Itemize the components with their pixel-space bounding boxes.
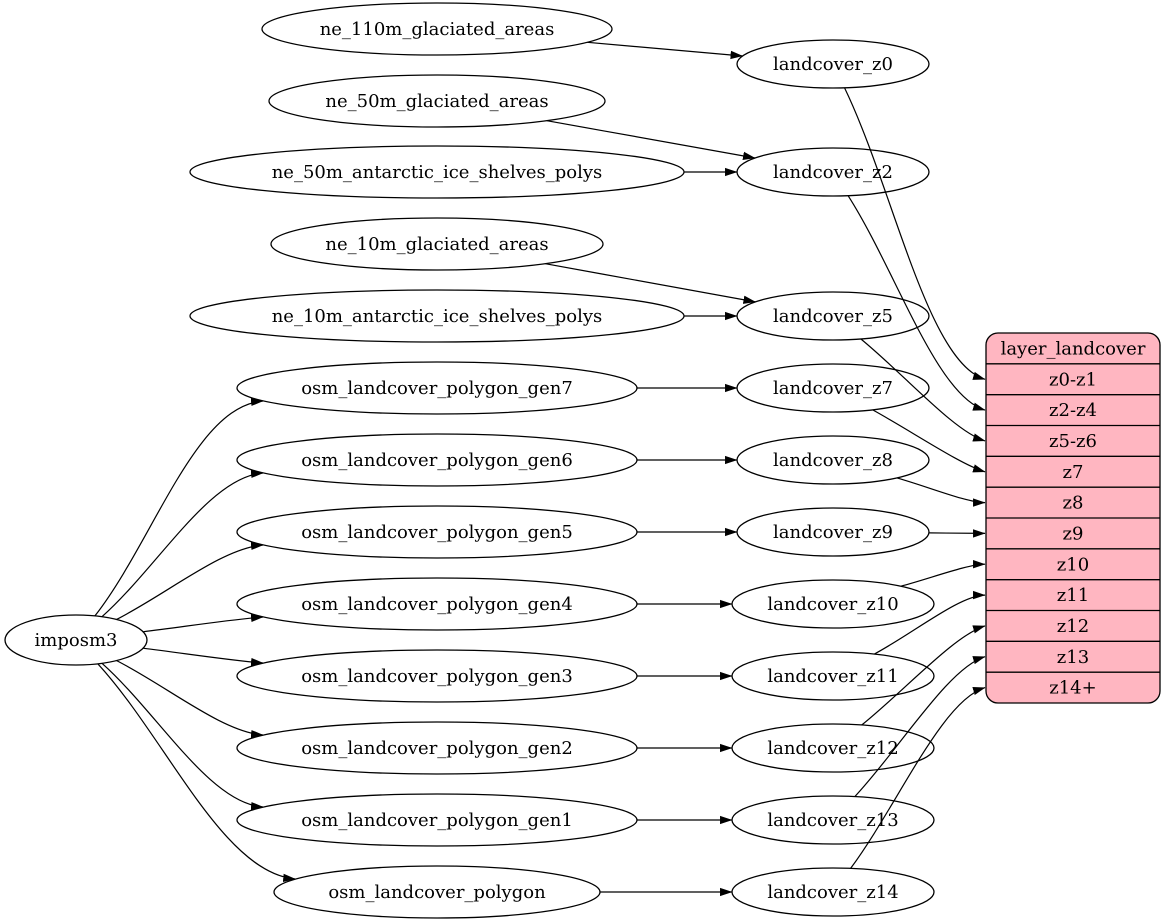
node-label-landcover_z13: landcover_z13 bbox=[767, 810, 898, 831]
node-ne_110m_glaciated_areas: ne_110m_glaciated_areas bbox=[261, 2, 613, 56]
edge-imposm3-to-osm_landcover_polygon_gen1 bbox=[101, 662, 264, 811]
edge-landcover_z7-to-layer_landcover:z7 bbox=[872, 409, 986, 473]
node-osm_landcover_polygon_gen7: osm_landcover_polygon_gen7 bbox=[236, 361, 638, 415]
record-row-z13: z13 bbox=[1057, 647, 1089, 668]
node-label-ne_110m_glaciated_areas: ne_110m_glaciated_areas bbox=[320, 19, 555, 40]
node-landcover_z5: landcover_z5 bbox=[736, 291, 930, 341]
edge-landcover_z5-to-layer_landcover:z5-z6 bbox=[860, 338, 986, 442]
edge-imposm3-to-osm_landcover_polygon_gen3 bbox=[142, 647, 264, 667]
node-osm_landcover_polygon_gen2: osm_landcover_polygon_gen2 bbox=[236, 721, 638, 775]
node-label-landcover_z9: landcover_z9 bbox=[773, 522, 893, 543]
node-osm_landcover_polygon_gen1: osm_landcover_polygon_gen1 bbox=[236, 793, 638, 847]
node-landcover_z9: landcover_z9 bbox=[736, 507, 930, 557]
edge-landcover_z14-to-layer_landcover:z14+ bbox=[850, 687, 986, 869]
edge-landcover_z0-to-layer_landcover:z0-z1 bbox=[843, 87, 986, 380]
edge-imposm3-to-osm_landcover_polygon bbox=[97, 663, 296, 883]
node-label-landcover_z2: landcover_z2 bbox=[773, 162, 893, 183]
record-row-z14+: z14+ bbox=[1049, 678, 1096, 699]
node-landcover_z13: landcover_z13 bbox=[731, 795, 935, 845]
node-label-landcover_z7: landcover_z7 bbox=[773, 378, 893, 399]
edge-landcover_z11-to-layer_landcover:z11 bbox=[873, 590, 986, 655]
node-label-osm_landcover_polygon_gen1: osm_landcover_polygon_gen1 bbox=[301, 810, 573, 831]
record-row-z5-z6: z5-z6 bbox=[1049, 431, 1097, 452]
edge-ne_10m_glaciated_areas-to-landcover_z5 bbox=[545, 263, 756, 304]
edge-ne_110m_glaciated_areas-to-landcover_z0 bbox=[587, 41, 744, 60]
node-label-ne_10m_antarctic_ice_shelves_polys: ne_10m_antarctic_ice_shelves_polys bbox=[272, 306, 603, 327]
node-osm_landcover_polygon_gen3: osm_landcover_polygon_gen3 bbox=[236, 649, 638, 703]
node-label-ne_10m_glaciated_areas: ne_10m_glaciated_areas bbox=[325, 234, 548, 255]
edge-landcover_z10-to-layer_landcover:z10 bbox=[900, 560, 986, 587]
record-title: layer_landcover bbox=[1001, 338, 1146, 359]
node-ellipse-landcover_z0 bbox=[736, 39, 930, 89]
node-label-ne_50m_glaciated_areas: ne_50m_glaciated_areas bbox=[325, 91, 548, 112]
node-label-landcover_z11: landcover_z11 bbox=[767, 666, 898, 687]
edge-landcover_z9-to-layer_landcover:z9 bbox=[928, 529, 986, 538]
edge-imposm3-to-osm_landcover_polygon_gen5 bbox=[116, 541, 264, 621]
node-ne_50m_antarctic_ice_shelves_polys: ne_50m_antarctic_ice_shelves_polys bbox=[189, 145, 685, 199]
node-osm_landcover_polygon_gen6: osm_landcover_polygon_gen6 bbox=[236, 433, 638, 487]
node-ellipse-ne_10m_glaciated_areas bbox=[270, 217, 604, 271]
node-ne_10m_glaciated_areas: ne_10m_glaciated_areas bbox=[270, 217, 604, 271]
record-row-z9: z9 bbox=[1063, 523, 1084, 544]
node-label-osm_landcover_polygon_gen2: osm_landcover_polygon_gen2 bbox=[301, 738, 573, 759]
node-label-landcover_z14: landcover_z14 bbox=[767, 882, 898, 903]
node-label-osm_landcover_polygon_gen7: osm_landcover_polygon_gen7 bbox=[301, 378, 573, 399]
edge-landcover_z12-to-layer_landcover:z12 bbox=[861, 625, 986, 726]
node-landcover_z12: landcover_z12 bbox=[731, 723, 935, 773]
record-row-z10: z10 bbox=[1057, 554, 1089, 575]
node-imposm3: imposm3 bbox=[4, 614, 148, 666]
node-label-landcover_z5: landcover_z5 bbox=[773, 306, 893, 327]
edge-imposm3-to-osm_landcover_polygon_gen7 bbox=[94, 397, 264, 617]
node-label-osm_landcover_polygon_gen5: osm_landcover_polygon_gen5 bbox=[301, 522, 573, 543]
node-ellipse-imposm3 bbox=[4, 614, 148, 666]
node-label-landcover_z8: landcover_z8 bbox=[773, 450, 893, 471]
node-osm_landcover_polygon_gen5: osm_landcover_polygon_gen5 bbox=[236, 505, 638, 559]
edge-landcover_z13-to-layer_landcover:z13 bbox=[854, 656, 986, 798]
record-row-z7: z7 bbox=[1063, 462, 1084, 483]
record-row-z11: z11 bbox=[1057, 585, 1089, 606]
edge-imposm3-to-osm_landcover_polygon_gen6 bbox=[101, 469, 264, 618]
node-landcover_z11: landcover_z11 bbox=[731, 651, 935, 701]
record-row-z2-z4: z2-z4 bbox=[1049, 400, 1097, 421]
node-ellipse-ne_110m_glaciated_areas bbox=[261, 2, 613, 56]
node-label-osm_landcover_polygon_gen4: osm_landcover_polygon_gen4 bbox=[301, 594, 573, 615]
node-osm_landcover_polygon_gen4: osm_landcover_polygon_gen4 bbox=[236, 577, 638, 631]
node-landcover_z10: landcover_z10 bbox=[731, 579, 935, 629]
record-row-z0-z1: z0-z1 bbox=[1049, 369, 1097, 390]
node-landcover_z2: landcover_z2 bbox=[736, 147, 930, 197]
edge-landcover_z2-to-layer_landcover:z2-z4 bbox=[847, 195, 986, 411]
node-label-landcover_z12: landcover_z12 bbox=[767, 738, 898, 759]
edge-ne_50m_glaciated_areas-to-landcover_z2 bbox=[546, 120, 756, 160]
node-landcover_z8: landcover_z8 bbox=[736, 435, 930, 485]
node-label-imposm3: imposm3 bbox=[35, 630, 118, 651]
record-row-z8: z8 bbox=[1063, 493, 1084, 514]
node-landcover_z7: landcover_z7 bbox=[736, 363, 930, 413]
edge-landcover_z8-to-layer_landcover:z8 bbox=[896, 477, 986, 507]
node-ne_50m_glaciated_areas: ne_50m_glaciated_areas bbox=[268, 74, 606, 128]
node-ellipse-ne_50m_glaciated_areas bbox=[268, 74, 606, 128]
node-label-ne_50m_antarctic_ice_shelves_polys: ne_50m_antarctic_ice_shelves_polys bbox=[272, 162, 603, 183]
edge-imposm3-to-osm_landcover_polygon_gen4 bbox=[142, 613, 264, 633]
node-landcover_z0: landcover_z0 bbox=[736, 39, 930, 89]
record-row-z12: z12 bbox=[1057, 616, 1089, 637]
node-label-osm_landcover_polygon_gen6: osm_landcover_polygon_gen6 bbox=[301, 450, 573, 471]
node-label-landcover_z0: landcover_z0 bbox=[773, 54, 893, 75]
node-ne_10m_antarctic_ice_shelves_polys: ne_10m_antarctic_ice_shelves_polys bbox=[189, 289, 685, 343]
node-label-osm_landcover_polygon_gen3: osm_landcover_polygon_gen3 bbox=[301, 666, 573, 687]
record-layer_landcover: layer_landcover z0-z1 z2-z4 z5-z6 z7 z8 z9 z10 z… bbox=[985, 332, 1161, 704]
node-label-osm_landcover_polygon: osm_landcover_polygon bbox=[328, 882, 546, 903]
edge-imposm3-to-osm_landcover_polygon_gen2 bbox=[116, 659, 264, 739]
node-osm_landcover_polygon: osm_landcover_polygon bbox=[273, 865, 601, 919]
node-label-landcover_z10: landcover_z10 bbox=[767, 594, 898, 615]
node-landcover_z14: landcover_z14 bbox=[731, 867, 935, 917]
